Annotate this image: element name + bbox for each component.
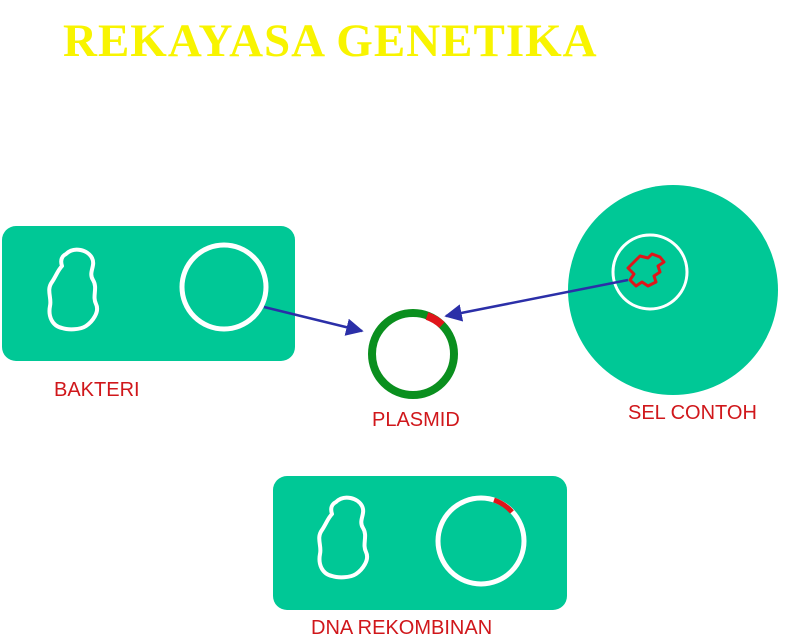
plasmid-insert-site <box>425 312 445 329</box>
bakteri-cell <box>2 226 295 361</box>
bakteri-plasmid <box>179 242 269 332</box>
label-sel-contoh: SEL CONTOH <box>628 402 757 424</box>
isolated-plasmid <box>368 309 458 399</box>
bakteri-chromosome <box>47 247 99 332</box>
label-bakteri: BAKTERI <box>54 379 140 401</box>
sel-contoh-cell <box>568 185 778 395</box>
rekombinan-chromosome <box>317 495 369 580</box>
arrow-sel-to-plasmid <box>444 278 629 322</box>
recombinant-insert <box>493 497 514 514</box>
label-dna-rekombinan: DNA REKOMBINAN <box>311 617 493 639</box>
arrow-bakteri-to-plasmid <box>263 305 364 336</box>
label-plasmid: PLASMID <box>372 409 460 431</box>
target-gene <box>626 252 666 288</box>
recombinant-plasmid <box>435 495 527 587</box>
sel-contoh-nucleus <box>611 233 689 311</box>
page-title: REKAYASA GENETIKA <box>63 15 598 67</box>
